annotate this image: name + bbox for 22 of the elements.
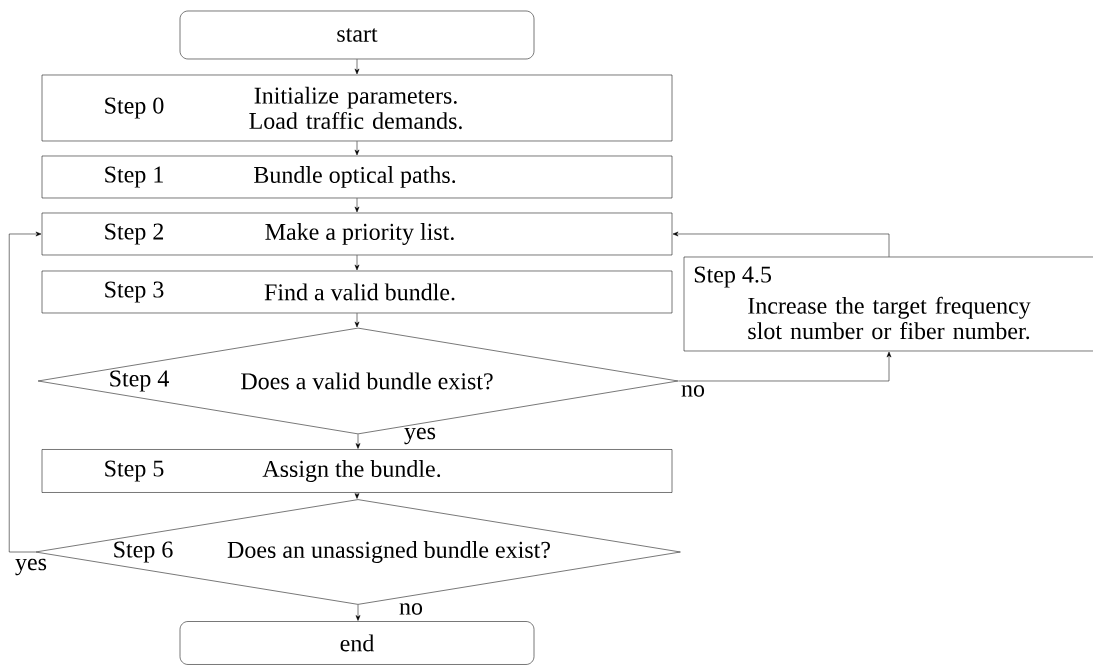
- process-box: Step 3 Find a valid bundle.: [41, 270, 673, 314]
- arrow: [355, 604, 361, 621]
- process-box: Step 0 Initialize parameters. Load traffic demands.: [41, 74, 673, 142]
- edge-label: yes: [15, 558, 47, 576]
- process-box: Step 2 Make a priority list.: [41, 212, 673, 256]
- process-box: Step 4.5 Increase the target frequency slot number or fiber number.: [683, 256, 1093, 352]
- arrow: [678, 351, 892, 382]
- terminal-box: start: [179, 10, 535, 60]
- arrow: [672, 231, 890, 257]
- edge-label: no: [681, 385, 705, 397]
- process-box: Step 5 Assign the bundle.: [41, 449, 673, 493]
- arrow: [354, 313, 360, 328]
- arrow: [355, 434, 361, 449]
- terminal-box: end: [179, 621, 535, 665]
- arrow: [354, 141, 360, 156]
- arrow: [354, 492, 360, 499]
- arrow: [354, 255, 360, 271]
- arrow: [354, 198, 360, 213]
- arrow: [8, 231, 42, 553]
- arrow: [354, 59, 360, 75]
- edge-label: no: [399, 603, 423, 615]
- process-box: Step 1 Bundle optical paths.: [41, 155, 673, 199]
